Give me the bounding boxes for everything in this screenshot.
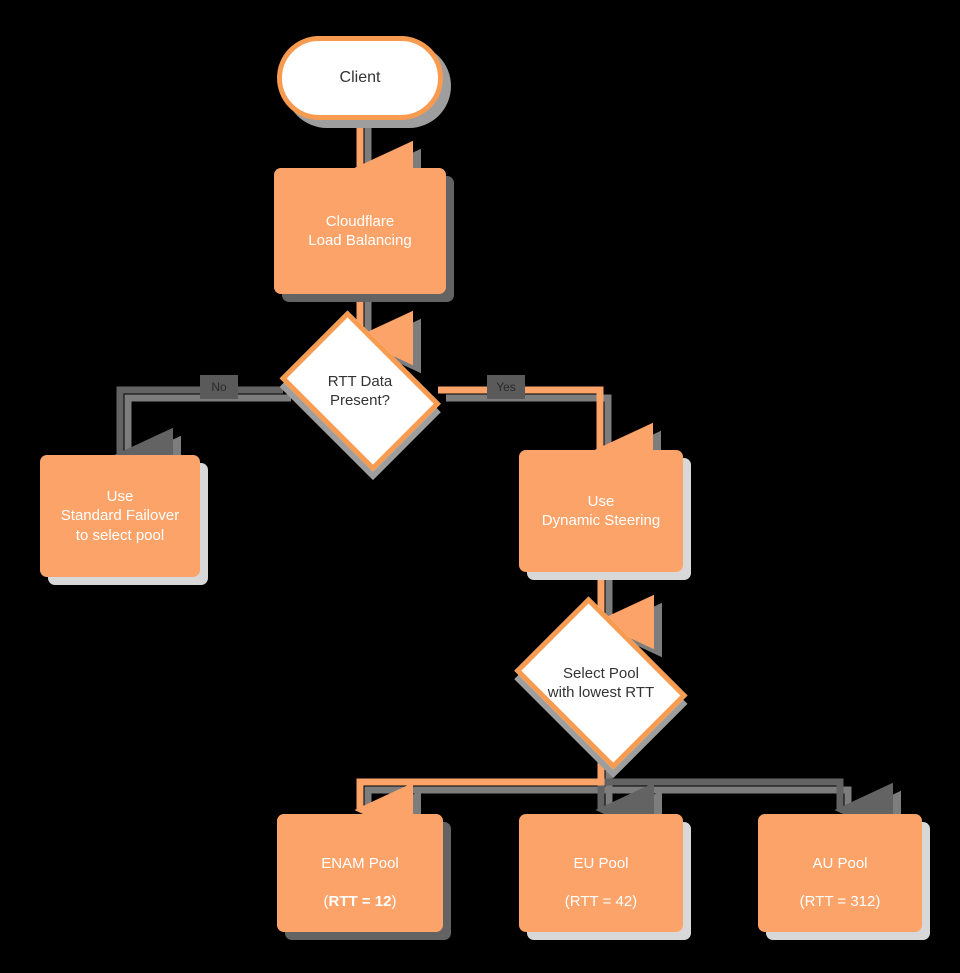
node-dynamic-steering-label: Use Dynamic Steering <box>541 492 661 529</box>
node-au-pool-line1: AU Pool <box>812 854 868 872</box>
node-standard-failover-label: Use Standard Failover to select pool <box>60 488 180 544</box>
node-select-pool-label: Select Pool with lowest RTT <box>547 664 655 701</box>
node-eu-pool-label: EU Pool (RTT = 42) <box>565 835 637 912</box>
node-rtt-decision[interactable]: RTT Data Present? <box>274 310 446 472</box>
node-au-pool[interactable]: AU Pool (RTT = 312) <box>758 814 922 932</box>
node-standard-failover[interactable]: Use Standard Failover to select pool <box>40 455 200 577</box>
edge-select-to-au <box>601 778 894 838</box>
edge-select-to-enam <box>354 746 605 838</box>
edge-label-no-text: No <box>211 380 227 394</box>
node-au-pool-label: AU Pool (RTT = 312) <box>800 835 881 912</box>
node-enam-pool-paren-open: ( <box>323 893 329 911</box>
node-load-balancing[interactable]: Cloudflare Load Balancing <box>274 168 446 294</box>
node-eu-pool[interactable]: EU Pool (RTT = 42) <box>519 814 683 932</box>
edge-label-yes-text: Yes <box>496 380 516 394</box>
node-enam-pool-line1: ENAM Pool <box>321 854 399 872</box>
node-select-pool[interactable]: Select Pool with lowest RTT <box>509 596 693 770</box>
edge-label-yes: Yes <box>487 375 525 399</box>
node-eu-pool-line1: EU Pool <box>573 854 629 872</box>
node-enam-pool-rtt: RTT = 12 <box>328 893 392 911</box>
node-load-balancing-label: Cloudflare Load Balancing <box>308 212 412 249</box>
node-client[interactable]: Client <box>277 36 443 120</box>
edge-label-no: No <box>200 375 238 399</box>
node-rtt-decision-label: RTT Data Present? <box>327 372 393 409</box>
node-enam-pool[interactable]: ENAM Pool (RTT = 12) <box>277 814 443 932</box>
node-enam-pool-label: ENAM Pool (RTT = 12) <box>321 835 399 912</box>
node-eu-pool-line2: (RTT = 42) <box>564 893 638 911</box>
node-au-pool-line2: (RTT = 312) <box>799 893 881 911</box>
node-dynamic-steering[interactable]: Use Dynamic Steering <box>519 450 683 572</box>
node-enam-pool-paren-close: ) <box>391 893 397 911</box>
node-client-label: Client <box>339 68 381 86</box>
